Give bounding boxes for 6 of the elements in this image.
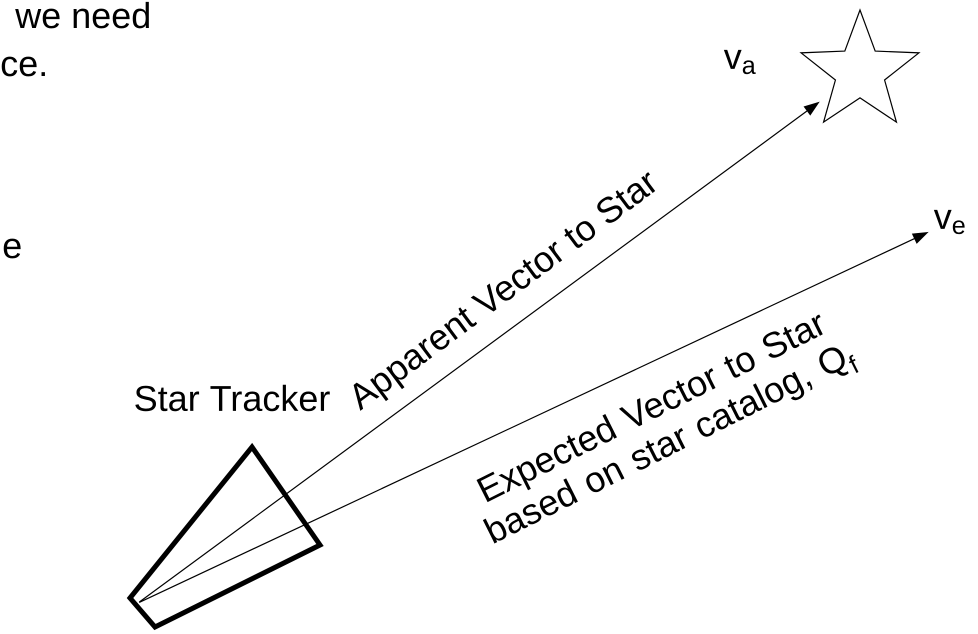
text-fragment: ce. — [2, 56, 45, 76]
text-fragment: we need — [15, 2, 149, 28]
vector-label: v$_{a}$ — [724, 50, 756, 74]
text-fragment: e — [4, 238, 21, 258]
node-label: Star Tracker — [135, 384, 330, 412]
vector-label: v$_{e}$ — [934, 210, 965, 234]
